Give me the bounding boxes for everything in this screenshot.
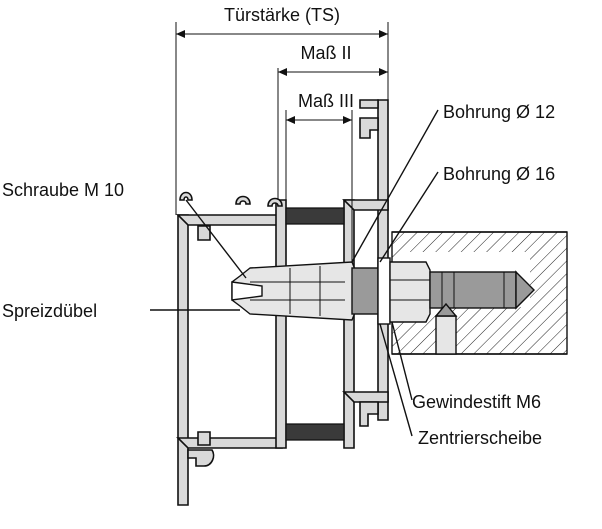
label-anchor: Spreizdübel (2, 301, 97, 321)
label-centering-washer: Zentrierscheibe (418, 428, 542, 448)
leader-lines (150, 109, 439, 437)
label-door-thickness: Türstärke (TS) (224, 5, 340, 25)
label-bore-12: Bohrung Ø 12 (443, 102, 555, 122)
expansion-anchor (231, 261, 357, 321)
text-labels: Türstärke (TS) Maß II Maß III Bohrung Ø … (2, 5, 555, 448)
dimensions (175, 22, 389, 262)
label-bore-16: Bohrung Ø 16 (443, 164, 555, 184)
label-screw: Schraube M 10 (2, 180, 124, 200)
label-set-screw: Gewindestift M6 (412, 392, 541, 412)
label-dim-ii: Maß II (300, 43, 351, 63)
bolt-assembly (351, 257, 535, 355)
label-dim-iii: Maß III (298, 91, 354, 111)
gaskets (285, 207, 345, 441)
